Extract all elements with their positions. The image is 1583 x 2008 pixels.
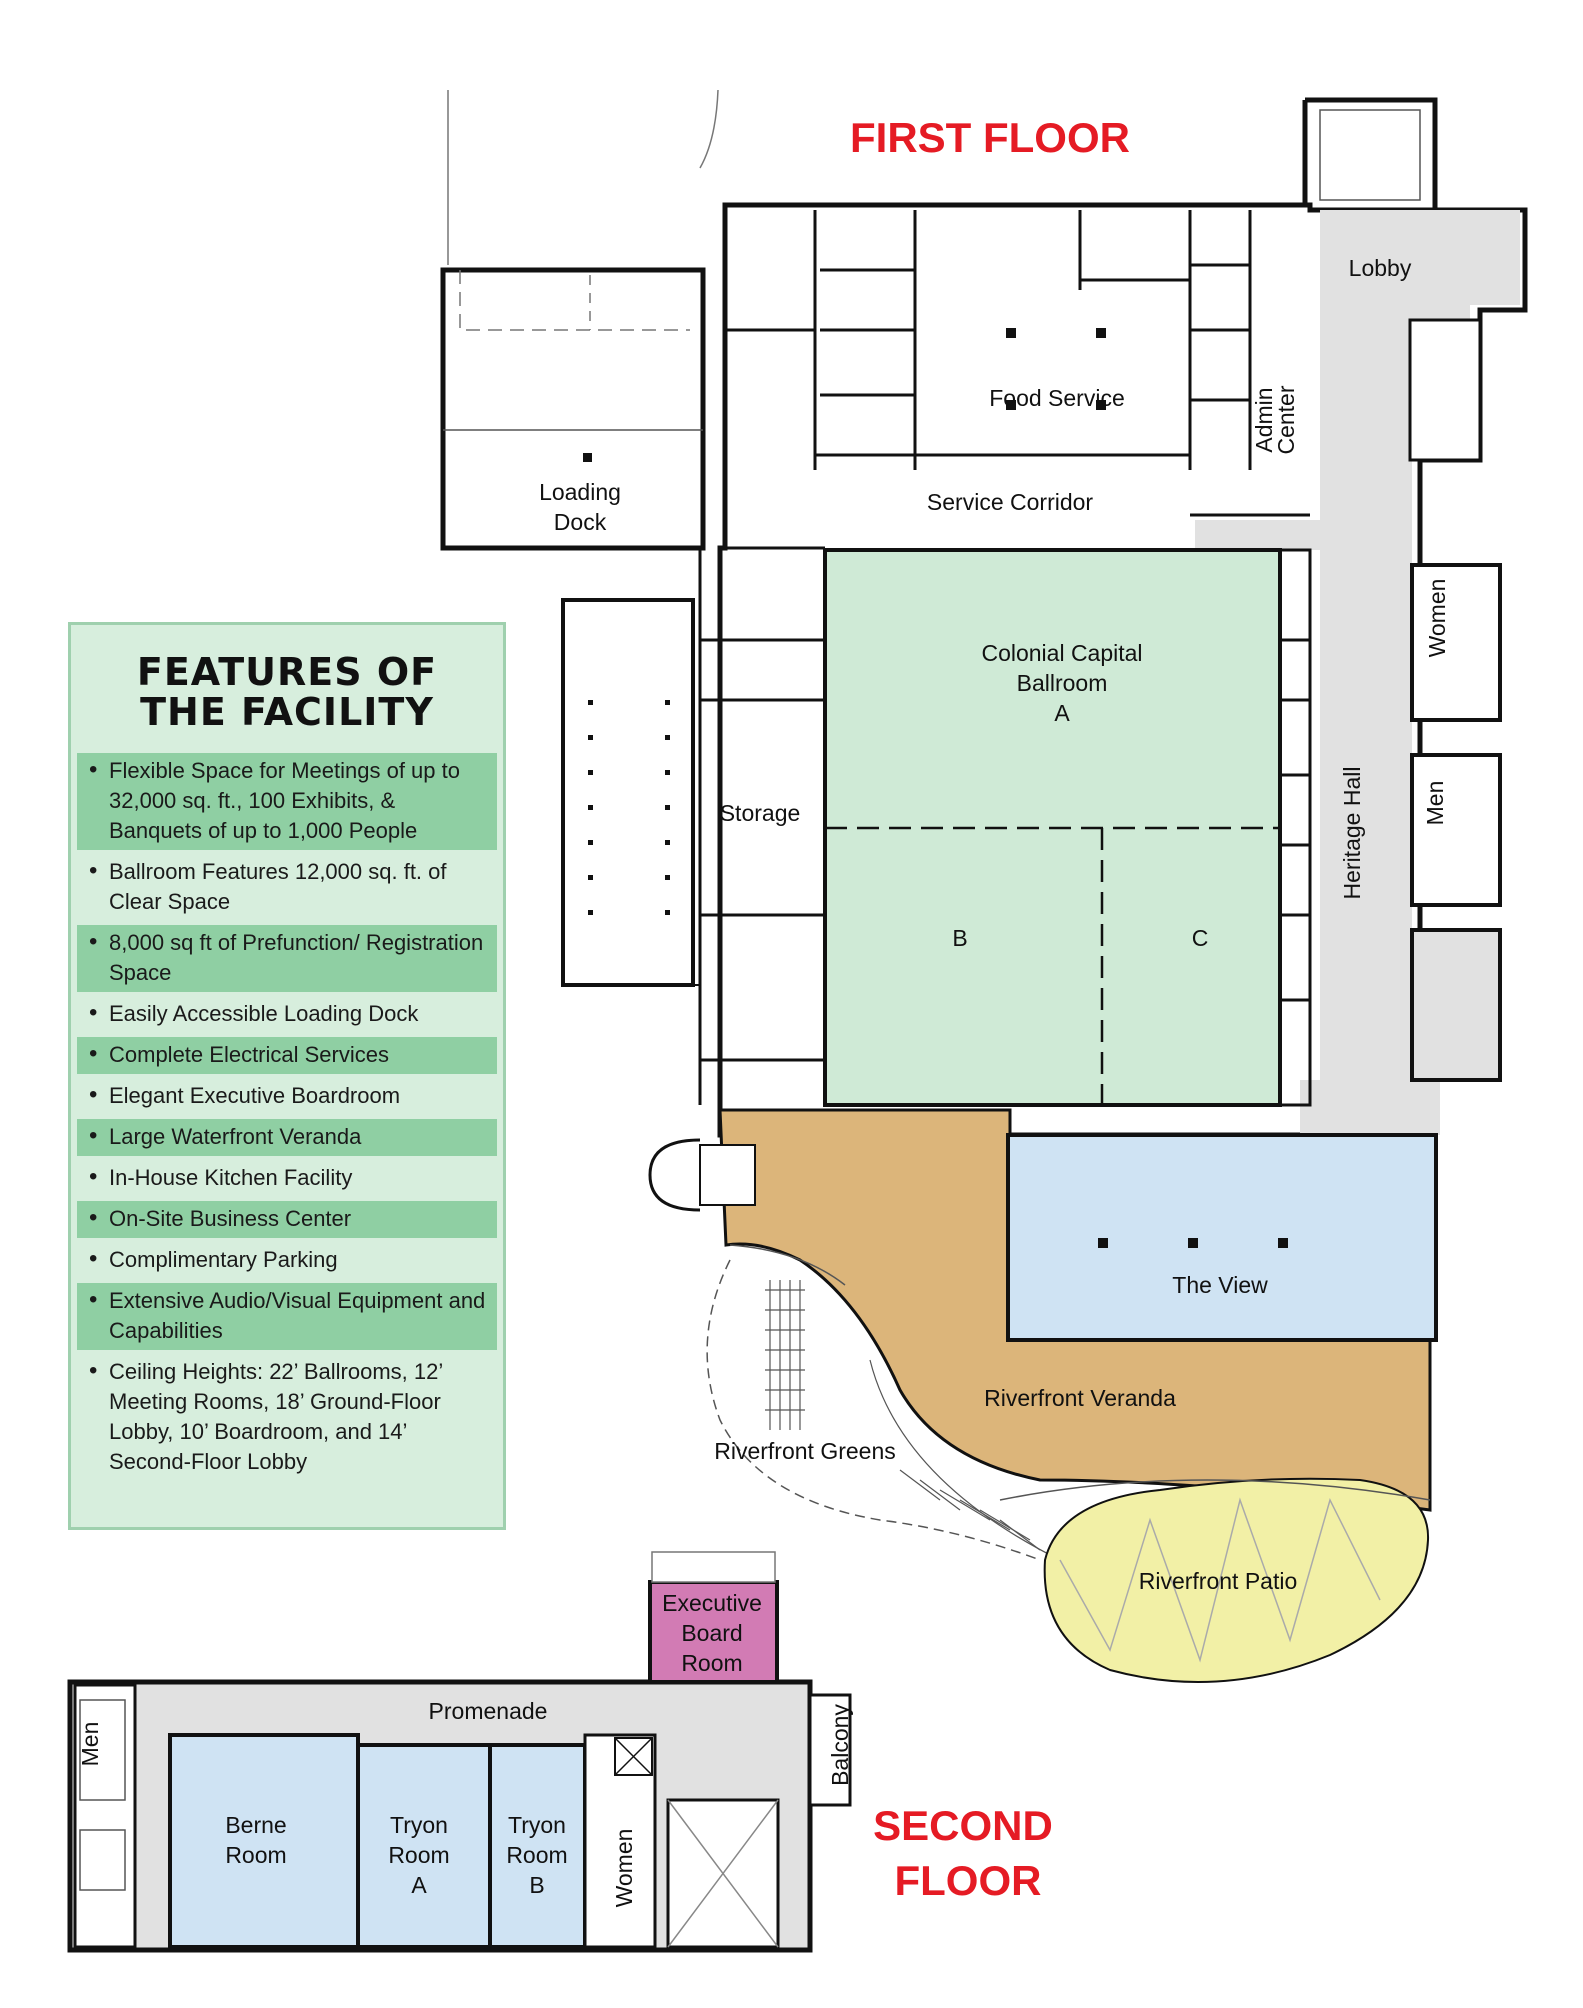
- feature-item: Extensive Audio/Visual Equipment and Cap…: [77, 1283, 497, 1350]
- west-wing-room: [561, 598, 695, 987]
- loading-dock-area: [440, 267, 706, 551]
- service-corridor-label: Service Corridor: [927, 489, 1093, 515]
- women-first-label: Women: [1424, 579, 1450, 658]
- berne-label-1: Berne: [225, 1812, 286, 1838]
- berne-room: [168, 1733, 360, 1949]
- loading-dock-label-2: Dock: [554, 509, 607, 535]
- mens-restroom-first: [1410, 753, 1502, 907]
- second-floor-plan: [67, 1551, 852, 1953]
- first-floor-plan: [440, 89, 1528, 1683]
- admin-center-label-1: Admin: [1251, 387, 1277, 452]
- feature-item: On-Site Business Center: [77, 1201, 497, 1238]
- feature-item: Large Waterfront Veranda: [77, 1119, 497, 1156]
- executive-label-2: Board: [681, 1620, 742, 1646]
- riverfront-veranda-label: Riverfront Veranda: [984, 1385, 1176, 1411]
- second-floor-title-line2: FLOOR: [895, 1857, 1042, 1904]
- executive-label-1: Executive: [662, 1590, 762, 1616]
- executive-board-room: [648, 1580, 779, 1684]
- lobby-label: Lobby: [1349, 255, 1412, 281]
- men-first-label: Men: [1422, 781, 1448, 826]
- riverfront-greens-label: Riverfront Greens: [714, 1438, 896, 1464]
- balcony-label: Balcony: [827, 1704, 853, 1786]
- heritage-hall-label: Heritage Hall: [1339, 767, 1365, 900]
- executive-label-3: Room: [681, 1650, 742, 1676]
- features-list: Flexible Space for Meetings of up to 32,…: [71, 753, 503, 1481]
- second-floor-title-line1: SECOND: [873, 1802, 1053, 1849]
- storage-label: Storage: [720, 800, 801, 826]
- features-panel: FEATURES OF THE FACILITY Flexible Space …: [68, 622, 506, 1530]
- the-view-label: The View: [1172, 1272, 1268, 1298]
- riverfront-patio-label: Riverfront Patio: [1139, 1568, 1298, 1594]
- tryon-a-label-1: Tryon: [390, 1812, 448, 1838]
- riverfront-patio: [1043, 1477, 1430, 1683]
- tryon-b-label-2: Room: [506, 1842, 567, 1868]
- feature-item: Ceiling Heights: 22’ Ballrooms, 12’ Meet…: [77, 1354, 497, 1481]
- feature-item: Complimentary Parking: [77, 1242, 497, 1279]
- berne-label-2: Room: [225, 1842, 286, 1868]
- tryon-a-label-3: A: [411, 1872, 427, 1898]
- food-service-label: Food Service: [989, 385, 1125, 411]
- loading-dock-label-1: Loading: [539, 479, 621, 505]
- ballroom-b-label: B: [952, 925, 967, 951]
- ballroom-label-2: Ballroom: [1017, 670, 1108, 696]
- ballroom-label-1: Colonial Capital: [981, 640, 1142, 666]
- feature-item: Complete Electrical Services: [77, 1037, 497, 1074]
- womens-restroom-first: [1410, 563, 1502, 722]
- features-heading: FEATURES OF THE FACILITY: [136, 650, 438, 734]
- first-floor-title: FIRST FLOOR: [850, 114, 1130, 161]
- tryon-b-label-1: Tryon: [508, 1812, 566, 1838]
- admin-center-label-2: Center: [1273, 385, 1299, 454]
- feature-item: Elegant Executive Boardroom: [77, 1078, 497, 1115]
- men-second-label: Men: [77, 1722, 103, 1767]
- the-view-room: [1006, 1133, 1438, 1342]
- feature-item: Flexible Space for Meetings of up to 32,…: [77, 753, 497, 850]
- feature-item: Ballroom Features 12,000 sq. ft. of Clea…: [77, 854, 497, 921]
- ballroom-a-label: A: [1054, 700, 1070, 726]
- feature-item: 8,000 sq ft of Prefunction/ Registration…: [77, 925, 497, 992]
- promenade-label: Promenade: [429, 1698, 548, 1724]
- tryon-b-label-3: B: [529, 1872, 544, 1898]
- tryon-room-b: [488, 1743, 587, 1949]
- feature-item: Easily Accessible Loading Dock: [77, 996, 497, 1033]
- feature-item: In-House Kitchen Facility: [77, 1160, 497, 1197]
- tryon-a-label-2: Room: [388, 1842, 449, 1868]
- ballroom-c-label: C: [1192, 925, 1209, 951]
- tryon-room-a: [356, 1743, 492, 1949]
- women-second-label: Women: [611, 1829, 637, 1908]
